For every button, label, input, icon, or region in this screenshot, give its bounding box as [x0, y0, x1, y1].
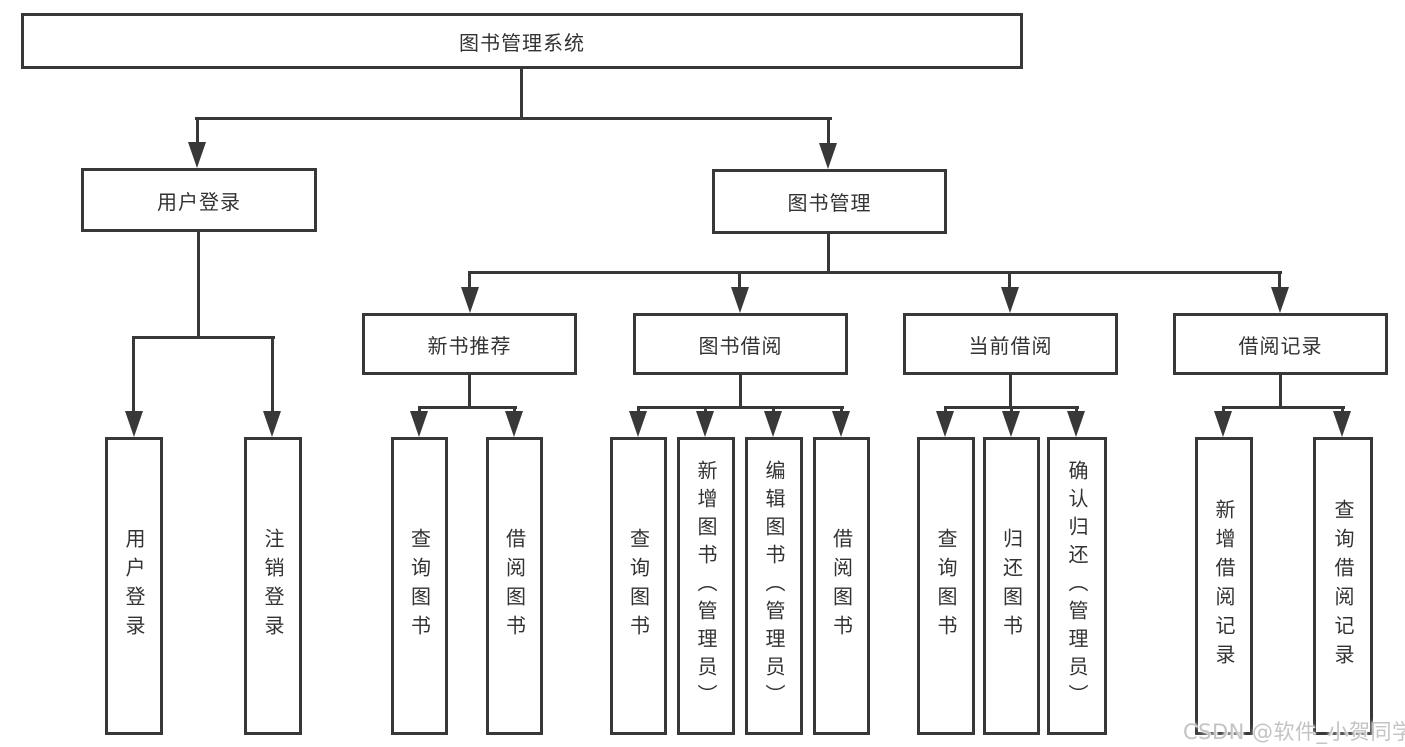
node-leaf-query-books: 查询图书	[391, 437, 448, 735]
arrowhead-down-icon	[263, 411, 281, 437]
connector-root-drop	[827, 117, 830, 146]
node-leaf-borrow-books-label: 借阅图书	[829, 528, 854, 644]
node-leaf-query-books: 查询图书	[917, 437, 975, 735]
node-leaf-add-books-admin: 新增图书（管理员）	[677, 437, 735, 735]
arrowhead-down-icon	[1002, 411, 1020, 437]
node-leaf-add-borrow-record: 新增借阅记录	[1195, 437, 1253, 735]
arrowhead-down-icon	[819, 143, 837, 169]
node-book-borrow: 图书借阅	[633, 313, 848, 375]
node-leaf-user-login: 用户登录	[105, 437, 163, 735]
connector-book-borrow-stem	[739, 375, 742, 406]
node-leaf-confirm-return-admin: 确认归还（管理员）	[1047, 437, 1107, 735]
node-leaf-query-books-label: 查询图书	[934, 528, 958, 644]
connector-new-book-drop	[418, 406, 421, 415]
node-book-management-label: 图书管理	[787, 191, 872, 215]
arrowhead-down-icon	[696, 411, 714, 437]
connector-book-mgmt-drop	[1008, 271, 1011, 289]
node-leaf-add-books-admin-label: 新增图书（管理员）	[694, 460, 718, 712]
node-root: 图书管理系统	[21, 13, 1023, 69]
node-leaf-borrow-books: 借阅图书	[813, 437, 870, 735]
node-leaf-logout-label: 注销登录	[261, 528, 285, 644]
node-borrow-records-label: 借阅记录	[1238, 333, 1323, 358]
connector-current-borrow-drop	[1010, 406, 1013, 415]
arrowhead-down-icon	[936, 411, 954, 437]
arrowhead-down-icon	[125, 411, 143, 437]
connector-root-stem	[520, 69, 523, 117]
node-leaf-borrow-books-label: 借阅图书	[502, 528, 527, 644]
connector-root-rail	[195, 117, 832, 120]
connector-borrow-records-drop	[1341, 406, 1344, 415]
node-leaf-logout: 注销登录	[244, 437, 302, 735]
connector-user-login-drop	[132, 336, 135, 413]
connector-book-borrow-drop	[772, 406, 775, 415]
arrowhead-down-icon	[1271, 287, 1289, 313]
arrowhead-down-icon	[188, 142, 206, 168]
node-leaf-edit-books-admin-label: 编辑图书（管理员）	[762, 460, 786, 712]
connector-book-mgmt-drop	[1278, 271, 1281, 289]
node-leaf-query-books: 查询图书	[610, 437, 667, 735]
connector-book-mgmt-drop	[738, 271, 741, 289]
node-leaf-query-books-label: 查询图书	[626, 528, 651, 644]
connector-user-login-rail	[132, 336, 275, 339]
connector-book-mgmt-stem	[827, 234, 830, 271]
arrowhead-down-icon	[764, 411, 782, 437]
arrowhead-down-icon	[1333, 411, 1351, 437]
arrowhead-down-icon	[461, 287, 479, 313]
node-current-borrow: 当前借阅	[903, 313, 1118, 375]
connector-current-borrow-drop	[1075, 406, 1078, 415]
connector-borrow-records-rail	[1222, 406, 1345, 409]
node-leaf-edit-books-admin: 编辑图书（管理员）	[745, 437, 803, 735]
node-leaf-borrow-books: 借阅图书	[486, 437, 543, 735]
arrowhead-down-icon	[1001, 287, 1019, 313]
arrowhead-down-icon	[410, 411, 428, 437]
node-new-book-recommend-label: 新书推荐	[427, 333, 512, 358]
connector-user-login-stem	[197, 232, 200, 336]
connector-new-book-rail	[418, 406, 517, 409]
connector-root-drop	[196, 117, 199, 146]
node-leaf-query-borrow-record-label: 查询借阅记录	[1331, 499, 1355, 673]
node-leaf-user-login-label: 用户登录	[122, 528, 146, 644]
node-book-management: 图书管理	[712, 169, 947, 234]
csdn-watermark: CSDN @软件_小贺同学	[1183, 720, 1405, 744]
arrowhead-down-icon	[505, 411, 523, 437]
arrowhead-down-icon	[1067, 411, 1085, 437]
node-user-login-label: 用户登录	[157, 189, 241, 214]
node-leaf-confirm-return-admin-label: 确认归还（管理员）	[1065, 460, 1089, 712]
arrowhead-down-icon	[629, 411, 647, 437]
connector-new-book-stem	[468, 375, 471, 406]
connector-borrow-records-stem	[1279, 375, 1282, 406]
node-leaf-return-books: 归还图书	[983, 437, 1040, 735]
node-leaf-query-books-label: 查询图书	[407, 528, 432, 644]
connector-borrow-records-drop	[1222, 406, 1225, 415]
connector-book-borrow-drop	[840, 406, 843, 415]
node-borrow-records: 借阅记录	[1173, 313, 1388, 375]
connector-book-borrow-rail	[637, 406, 844, 409]
node-book-borrow-label: 图书借阅	[698, 333, 783, 358]
arrowhead-down-icon	[832, 411, 850, 437]
connector-current-borrow-drop	[944, 406, 947, 415]
connector-book-mgmt-rail	[468, 271, 1282, 274]
node-leaf-query-borrow-record: 查询借阅记录	[1313, 437, 1373, 735]
node-user-login: 用户登录	[81, 168, 317, 232]
node-root-label: 图书管理系统	[459, 30, 585, 55]
node-leaf-return-books-label: 归还图书	[999, 528, 1024, 644]
connector-book-borrow-drop	[704, 406, 707, 415]
arrowhead-down-icon	[1214, 411, 1232, 437]
node-new-book-recommend: 新书推荐	[362, 313, 577, 375]
connector-current-borrow-stem	[1009, 375, 1012, 406]
node-current-borrow-label: 当前借阅	[968, 333, 1053, 358]
node-leaf-add-borrow-record-label: 新增借阅记录	[1212, 499, 1236, 673]
connector-user-login-drop	[271, 336, 274, 413]
connector-new-book-drop	[513, 406, 516, 415]
arrowhead-down-icon	[731, 287, 749, 313]
connector-book-borrow-drop	[637, 406, 640, 415]
connector-book-mgmt-drop	[468, 271, 471, 289]
